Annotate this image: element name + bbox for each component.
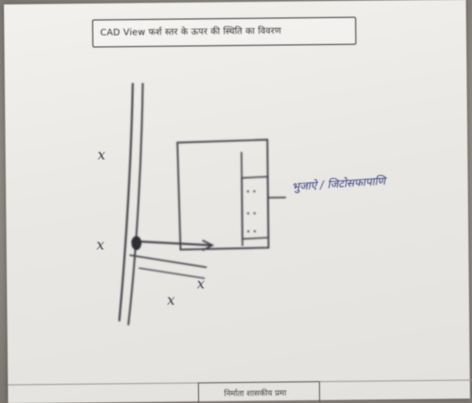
svg-text:• •: • • [246, 210, 257, 218]
footer-text: निर्माता शासकीय प्रमा [223, 388, 287, 399]
inner-panel-box [241, 175, 270, 240]
box-outline [176, 138, 270, 251]
paper-sheet: CAD View फर्श स्तर के ऊपर की स्थिति का व… [3, 0, 472, 403]
axis-label-1: x [97, 147, 106, 164]
svg-text:• •: • • [246, 188, 257, 196]
ground-line-2 [129, 254, 207, 269]
pencil-sketch: • • • • • • [118, 82, 286, 326]
wall-line-left [118, 83, 134, 322]
ground-line-1 [131, 240, 212, 247]
dimension-line [138, 267, 205, 279]
axis-label-4: x [166, 292, 176, 309]
wall-joint-mark [131, 236, 142, 251]
axis-label-3: x [196, 276, 205, 293]
wall-line-right [127, 82, 144, 326]
axis-label-2: x [96, 237, 105, 254]
svg-text:• •: • • [246, 228, 257, 236]
